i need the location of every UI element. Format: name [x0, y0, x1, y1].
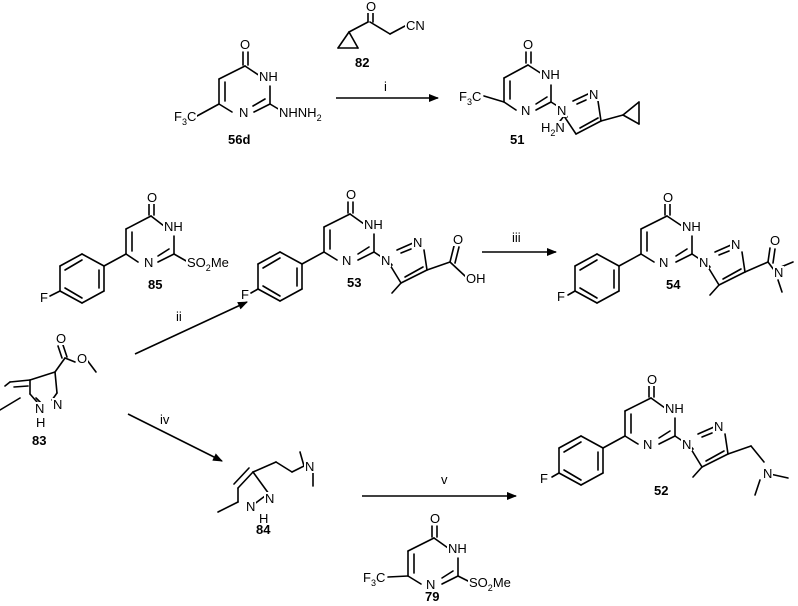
reagent-label-ii: ii: [176, 309, 182, 324]
atom-label: F: [240, 287, 250, 302]
compound-label-85: 85: [148, 277, 163, 292]
structure-85: [49, 203, 189, 304]
atom-label: N: [698, 255, 710, 270]
compound-label-56d: 56d: [228, 132, 251, 147]
reagent-label-iii: iii: [512, 230, 521, 245]
atom-label: O: [646, 372, 659, 387]
structure-56d: [196, 51, 281, 117]
compound-label-79: 79: [425, 589, 440, 604]
atom-label: O: [452, 232, 465, 247]
atom-label: N: [730, 237, 742, 252]
atom-label: H: [35, 415, 47, 430]
atom-label: O: [146, 190, 159, 205]
compound-label-51: 51: [510, 132, 525, 147]
atom-label: N: [520, 103, 532, 118]
atom-label: N: [713, 419, 725, 434]
atom-label: O: [365, 0, 378, 14]
atom-label: CN: [405, 18, 426, 33]
atom-label: N: [34, 401, 46, 416]
atom-label: O: [345, 187, 358, 202]
compound-label-52: 52: [654, 483, 669, 498]
atom-label-f3c: F3C: [362, 570, 387, 588]
atom-label: N: [773, 265, 785, 280]
atom-label: NH: [163, 219, 184, 234]
atom-label-f3c: F3C: [173, 109, 198, 127]
atom-label: N: [658, 255, 670, 270]
atom-label: N: [412, 235, 424, 250]
atom-label: O: [662, 190, 675, 205]
structure-84: [217, 451, 314, 513]
atom-label: O: [769, 233, 782, 248]
structure-79: [387, 525, 471, 585]
atom-label: N: [143, 255, 155, 270]
atom-label: NH: [664, 401, 685, 416]
atom-label: O: [55, 331, 68, 346]
compound-label-53: 53: [347, 275, 362, 290]
arrow-iv: [127, 413, 223, 462]
atom-label: F: [539, 471, 549, 486]
atom-label: O: [429, 511, 442, 526]
atom-label: F: [556, 289, 566, 304]
atom-label: N: [264, 491, 276, 506]
arrow-ii: [134, 301, 248, 355]
atom-label: O: [522, 37, 535, 52]
atom-label: O: [239, 37, 252, 52]
reagent-label-i: i: [384, 79, 387, 94]
atom-label-nhnh2: NHNH2: [278, 105, 323, 123]
atom-label: H: [258, 511, 270, 526]
atom-label: O: [76, 351, 89, 366]
atom-label: N: [588, 87, 600, 102]
atom-label-so2me: SO2Me: [186, 255, 230, 273]
atom-label: N: [642, 437, 654, 452]
structure-52: [551, 385, 789, 496]
atom-label: N: [425, 577, 437, 592]
atom-label: NH: [363, 217, 384, 232]
atom-label: NH: [540, 67, 561, 82]
atom-label: N: [380, 253, 392, 268]
atom-label: N: [238, 105, 250, 120]
reagent-label-v: v: [441, 472, 448, 487]
atom-label: N: [341, 253, 353, 268]
structure-82: [337, 9, 406, 49]
structure-54: [567, 203, 794, 304]
atom-label: N: [762, 466, 774, 481]
atom-label: OH: [465, 271, 487, 286]
atom-label: N: [52, 397, 64, 412]
compound-label-54: 54: [666, 277, 681, 292]
atom-label-h2n: H2N: [540, 120, 566, 138]
structure-53: [250, 201, 466, 302]
atom-label: NH: [447, 541, 468, 556]
compound-label-83: 83: [32, 433, 47, 448]
compound-label-82: 82: [355, 55, 370, 70]
atom-label: N: [681, 437, 693, 452]
compound-label-84: 84: [256, 522, 271, 537]
atom-label: NH: [258, 69, 279, 84]
reagent-label-iv: iv: [160, 412, 170, 427]
atom-label: N: [556, 103, 568, 118]
atom-label: F: [39, 290, 49, 305]
atom-label: N: [245, 499, 257, 514]
atom-label: N: [304, 459, 316, 474]
atom-label: NH: [681, 219, 702, 234]
structure-83: [0, 344, 97, 411]
atom-label-f3c: F3C: [458, 89, 483, 107]
atom-label-so2me: SO2Me: [468, 575, 512, 593]
